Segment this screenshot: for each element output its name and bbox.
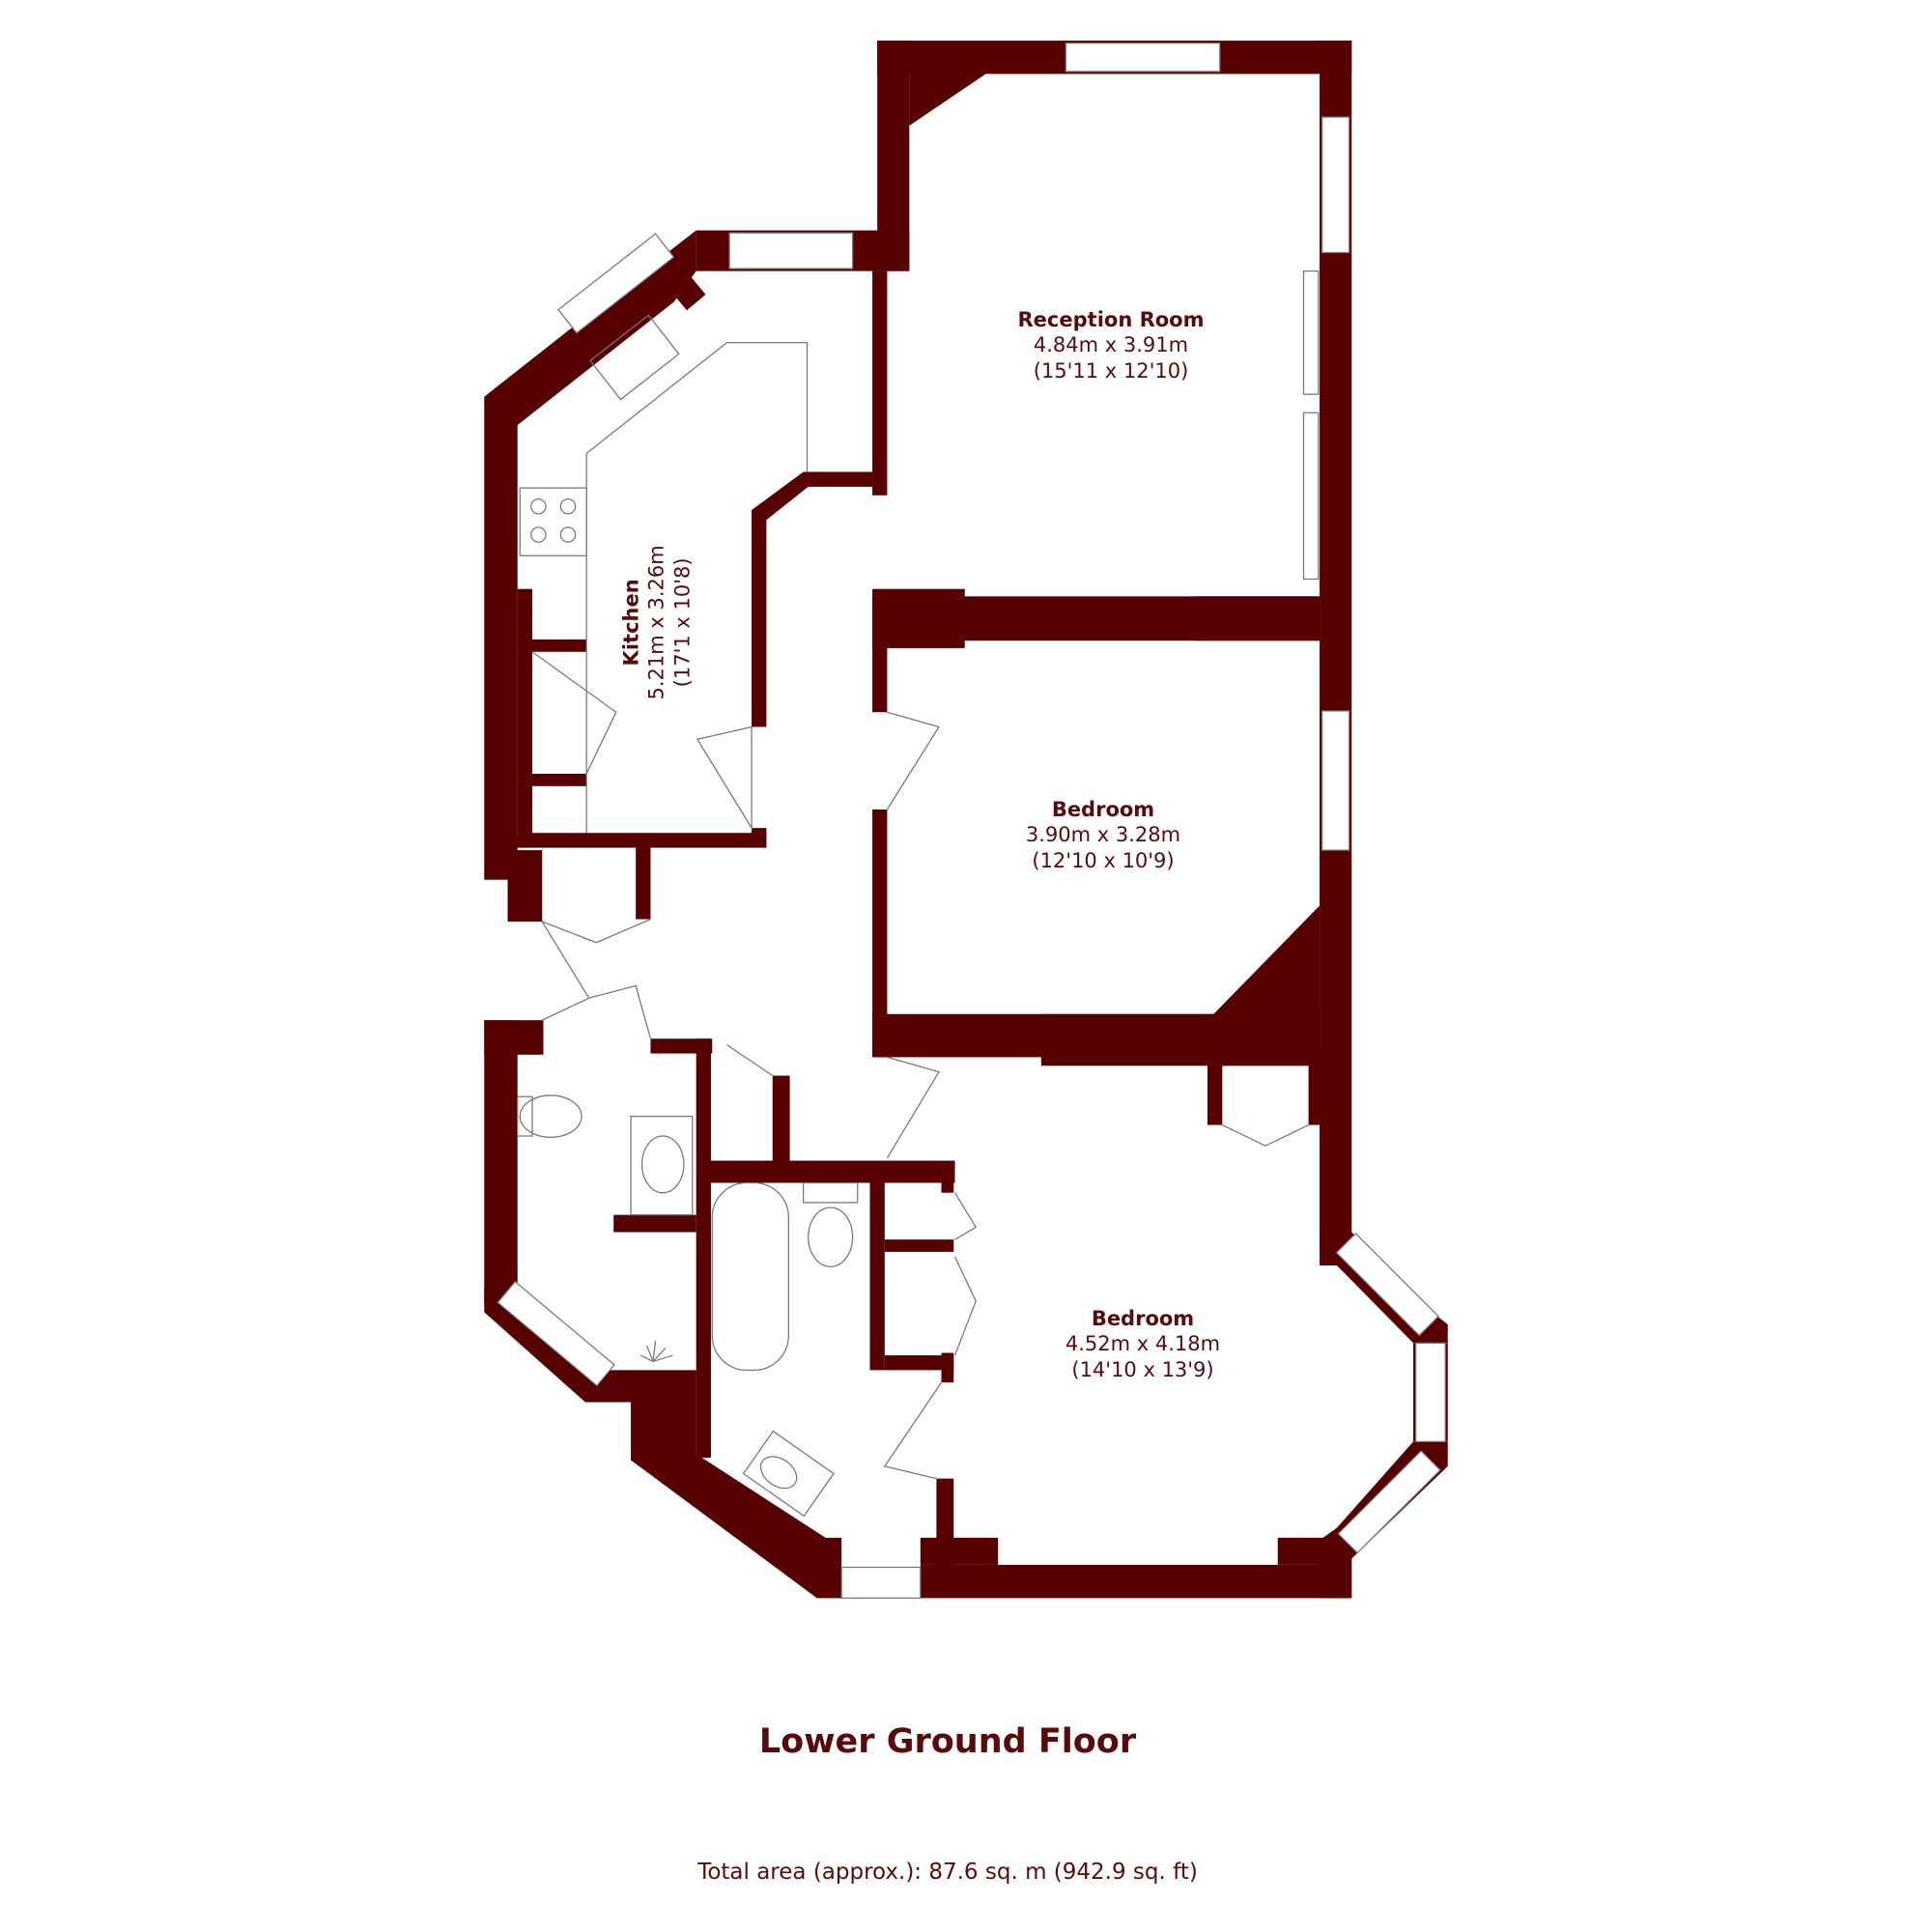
room-metric: 4.84m x 3.91m [1033,333,1189,357]
room-metric: 4.52m x 4.18m [1065,1332,1221,1356]
total-area: Total area (approx.): 87.6 sq. m (942.9 … [697,1860,1198,1885]
room-metric: 5.21m x 3.26m [644,545,668,700]
floor-title: Lower Ground Floor [758,1722,1137,1761]
room-label-bedroom-1: Bedroom 3.90m x 3.28m (12'10 x 10'9) [987,797,1219,873]
room-imperial: (14'10 x 13'9) [1071,1357,1214,1381]
room-name: Reception Room [1017,308,1205,331]
room-label-kitchen: Kitchen 5.21m x 3.26m (17'1 x 10'8) [619,506,696,738]
windows [497,43,1446,1599]
room-name: Bedroom [1051,798,1155,821]
room-imperial: (15'11 x 12'10) [1033,358,1189,383]
room-label-bedroom-2: Bedroom 4.52m x 4.18m (14'10 x 13'9) [1027,1306,1259,1382]
room-imperial: (12'10 x 10'9) [1032,848,1175,872]
room-label-reception: Reception Room 4.84m x 3.91m (15'11 x 12… [995,307,1227,384]
fixtures [517,314,1309,1518]
room-name: Kitchen [619,579,643,667]
room-imperial: (17'1 x 10'8) [670,557,695,688]
room-metric: 3.90m x 3.28m [1025,823,1181,847]
room-name: Bedroom [1091,1307,1195,1330]
